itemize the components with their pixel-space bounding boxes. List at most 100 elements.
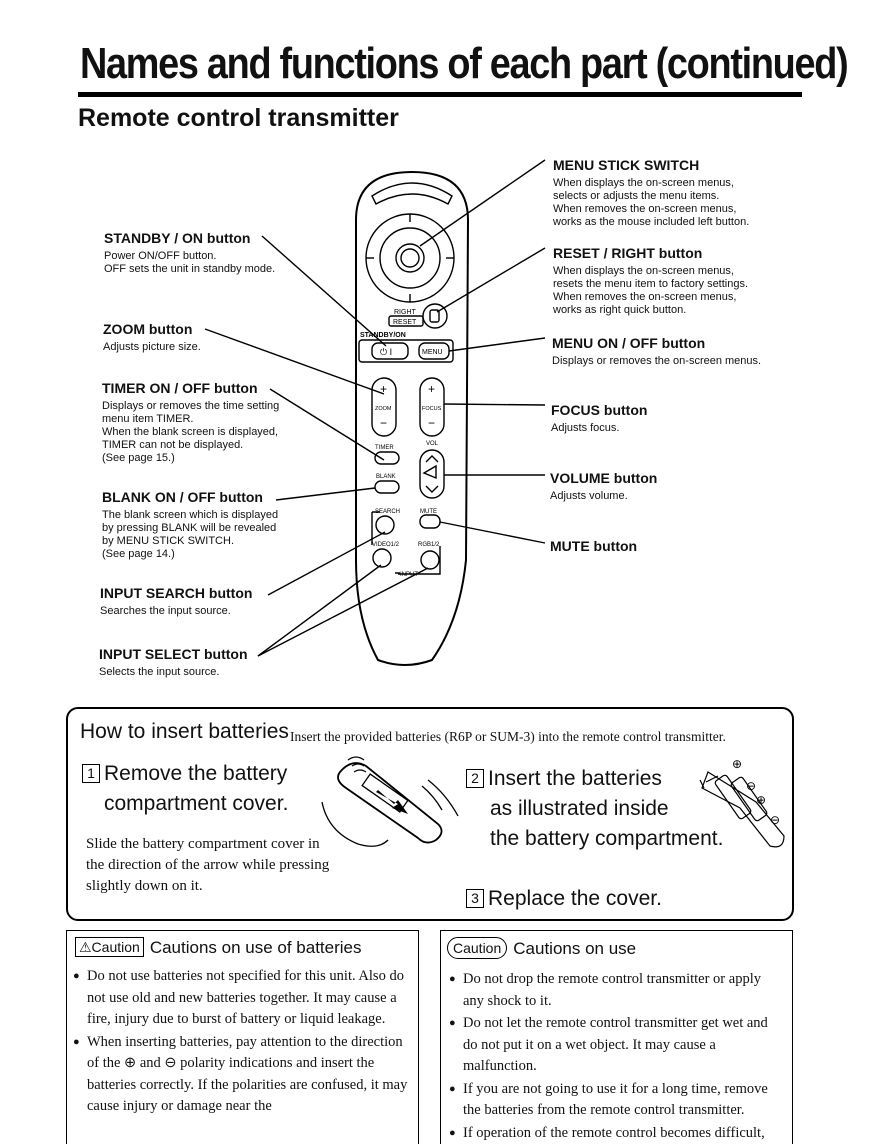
label-title: MENU ON / OFF button <box>552 335 761 352</box>
label-blank: BLANK ON / OFF button The blank screen w… <box>102 489 278 561</box>
label-title: MUTE button <box>550 538 637 555</box>
list-item: If operation of the remote control becom… <box>449 1123 784 1144</box>
label-desc: The blank screen which is displayed by p… <box>102 509 278 561</box>
label-title: STANDBY / ON button <box>104 230 275 247</box>
caution-batteries-box: ⚠Caution Cautions on use of batteries Do … <box>66 930 419 1144</box>
right-label-text: RIGHT <box>394 309 417 316</box>
vol-label: VOL <box>426 441 439 447</box>
label-desc: Power ON/OFF button. OFF sets the unit i… <box>104 250 275 276</box>
video-button <box>373 549 391 567</box>
focus-label: FOCUS <box>422 406 442 412</box>
label-desc: When displays the on-screen menus, reset… <box>553 265 748 317</box>
menu-stick-knob <box>396 244 424 272</box>
caution-title: Cautions on use <box>513 939 636 958</box>
desc-line: TIMER can not be displayed. <box>102 439 279 452</box>
step-number: 1 <box>82 764 100 783</box>
zoom-label: ZOOM <box>375 406 392 412</box>
label-desc: Displays or removes the time setting men… <box>102 400 279 465</box>
caution-list: Do not drop the remote control transmitt… <box>449 969 784 1144</box>
caution-title: Cautions on use of batteries <box>150 938 362 957</box>
standby-symbol: ⏻ I <box>380 347 392 357</box>
list-item: Do not drop the remote control transmitt… <box>449 969 784 1012</box>
menu-stick-middle <box>380 228 440 288</box>
caution-list: Do not use batteries not specified for t… <box>73 966 410 1118</box>
desc-line: by pressing BLANK will be revealed <box>102 522 278 535</box>
desc-line: menu item TIMER. <box>102 413 279 426</box>
menu-label: MENU <box>422 349 443 356</box>
caution-tag: ⚠Caution <box>75 937 144 957</box>
desc-line: OFF sets the unit in standby mode. <box>104 263 275 276</box>
step-title-line: as illustrated inside <box>466 794 723 824</box>
label-menu-onoff: MENU ON / OFF button Displays or removes… <box>552 335 761 368</box>
blank-button <box>375 481 399 493</box>
label-desc: Selects the input source. <box>99 666 248 679</box>
page-title: Names and functions of each part (contin… <box>80 38 716 90</box>
timer-label: TIMER <box>375 445 394 451</box>
label-title: FOCUS button <box>551 402 647 419</box>
label-title: INPUT SELECT button <box>99 646 248 663</box>
remote-body <box>356 172 468 665</box>
blank-label: BLANK <box>376 474 396 480</box>
step-title-line: Insert the batteries <box>488 767 662 790</box>
label-timer: TIMER ON / OFF button Displays or remove… <box>102 380 279 465</box>
label-desc: Adjusts focus. <box>551 422 647 435</box>
timer-button <box>375 452 399 464</box>
step-title-line: Remove the battery <box>104 762 287 785</box>
desc-line: by MENU STICK SWITCH. <box>102 535 278 548</box>
step-1-description: Slide the battery compartment cover in t… <box>86 834 329 897</box>
step-title-line: the battery compartment. <box>466 824 723 854</box>
desc-line: When displays the on-screen menus, <box>553 177 749 190</box>
rgb-button <box>421 551 439 569</box>
video-label: VIDEO1/2 <box>372 542 400 548</box>
zoom-minus: − <box>380 416 387 430</box>
label-desc: Adjusts volume. <box>550 490 657 503</box>
desc-line: The blank screen which is displayed <box>102 509 278 522</box>
minus-icon: ⊖ <box>770 813 780 827</box>
desc-line: Searches the input source. <box>100 605 252 618</box>
label-title: BLANK ON / OFF button <box>102 489 278 506</box>
label-desc: Searches the input source. <box>100 605 252 618</box>
label-title: INPUT SEARCH button <box>100 585 252 602</box>
focus-minus: − <box>428 416 435 430</box>
section-subtitle: Remote control transmitter <box>78 104 399 133</box>
desc-line: (See page 15.) <box>102 452 279 465</box>
search-label: SEARCH <box>375 509 400 515</box>
desc-line: Adjusts volume. <box>550 490 657 503</box>
menu-stick-outer <box>366 214 454 302</box>
desc-line: Adjusts focus. <box>551 422 647 435</box>
title-rule <box>78 92 802 97</box>
caution-tag: Caution <box>447 937 507 959</box>
desc-line: Slide the battery compartment cover in <box>86 834 329 855</box>
label-title: MENU STICK SWITCH <box>553 157 749 174</box>
volume-rocker <box>420 450 444 498</box>
zoom-plus: + <box>380 382 387 396</box>
desc-line: When displays the on-screen menus, <box>553 265 748 278</box>
label-desc: Adjusts picture size. <box>103 341 201 354</box>
caution-use-box: Caution Cautions on use Do not drop the r… <box>440 930 793 1144</box>
arrow-icon <box>376 790 408 814</box>
reset-label-text: RESET <box>393 319 417 326</box>
desc-line: the direction of the arrow while pressin… <box>86 855 329 876</box>
label-focus: FOCUS button Adjusts focus. <box>551 402 647 435</box>
insert-batteries-illustration: ⊕ ⊖ ⊕ ⊖ <box>696 752 788 852</box>
plus-icon: ⊕ <box>732 757 742 771</box>
desc-line: Adjusts picture size. <box>103 341 201 354</box>
desc-line: Selects the input source. <box>99 666 248 679</box>
step-title-line: compartment cover. <box>82 789 288 819</box>
battery-section-title: How to insert batteries <box>80 720 289 744</box>
desc-line: works as the mouse included left button. <box>553 216 749 229</box>
list-item: Do not use batteries not specified for t… <box>73 966 410 1031</box>
desc-line: When removes the on-screen menus, <box>553 203 749 216</box>
standby-on-label: STANDBY/ON <box>360 332 406 339</box>
desc-line: When removes the on-screen menus, <box>553 291 748 304</box>
label-volume: VOLUME button Adjusts volume. <box>550 470 657 503</box>
step-title: Replace the cover. <box>488 887 662 910</box>
desc-line: Power ON/OFF button. <box>104 250 275 263</box>
label-desc: Displays or removes the on-screen menus. <box>552 355 761 368</box>
desc-line: Displays or removes the time setting <box>102 400 279 413</box>
label-menu-stick: MENU STICK SWITCH When displays the on-s… <box>553 157 749 229</box>
rgb-label: RGB1/2 <box>418 542 440 548</box>
mute-button <box>420 515 440 528</box>
